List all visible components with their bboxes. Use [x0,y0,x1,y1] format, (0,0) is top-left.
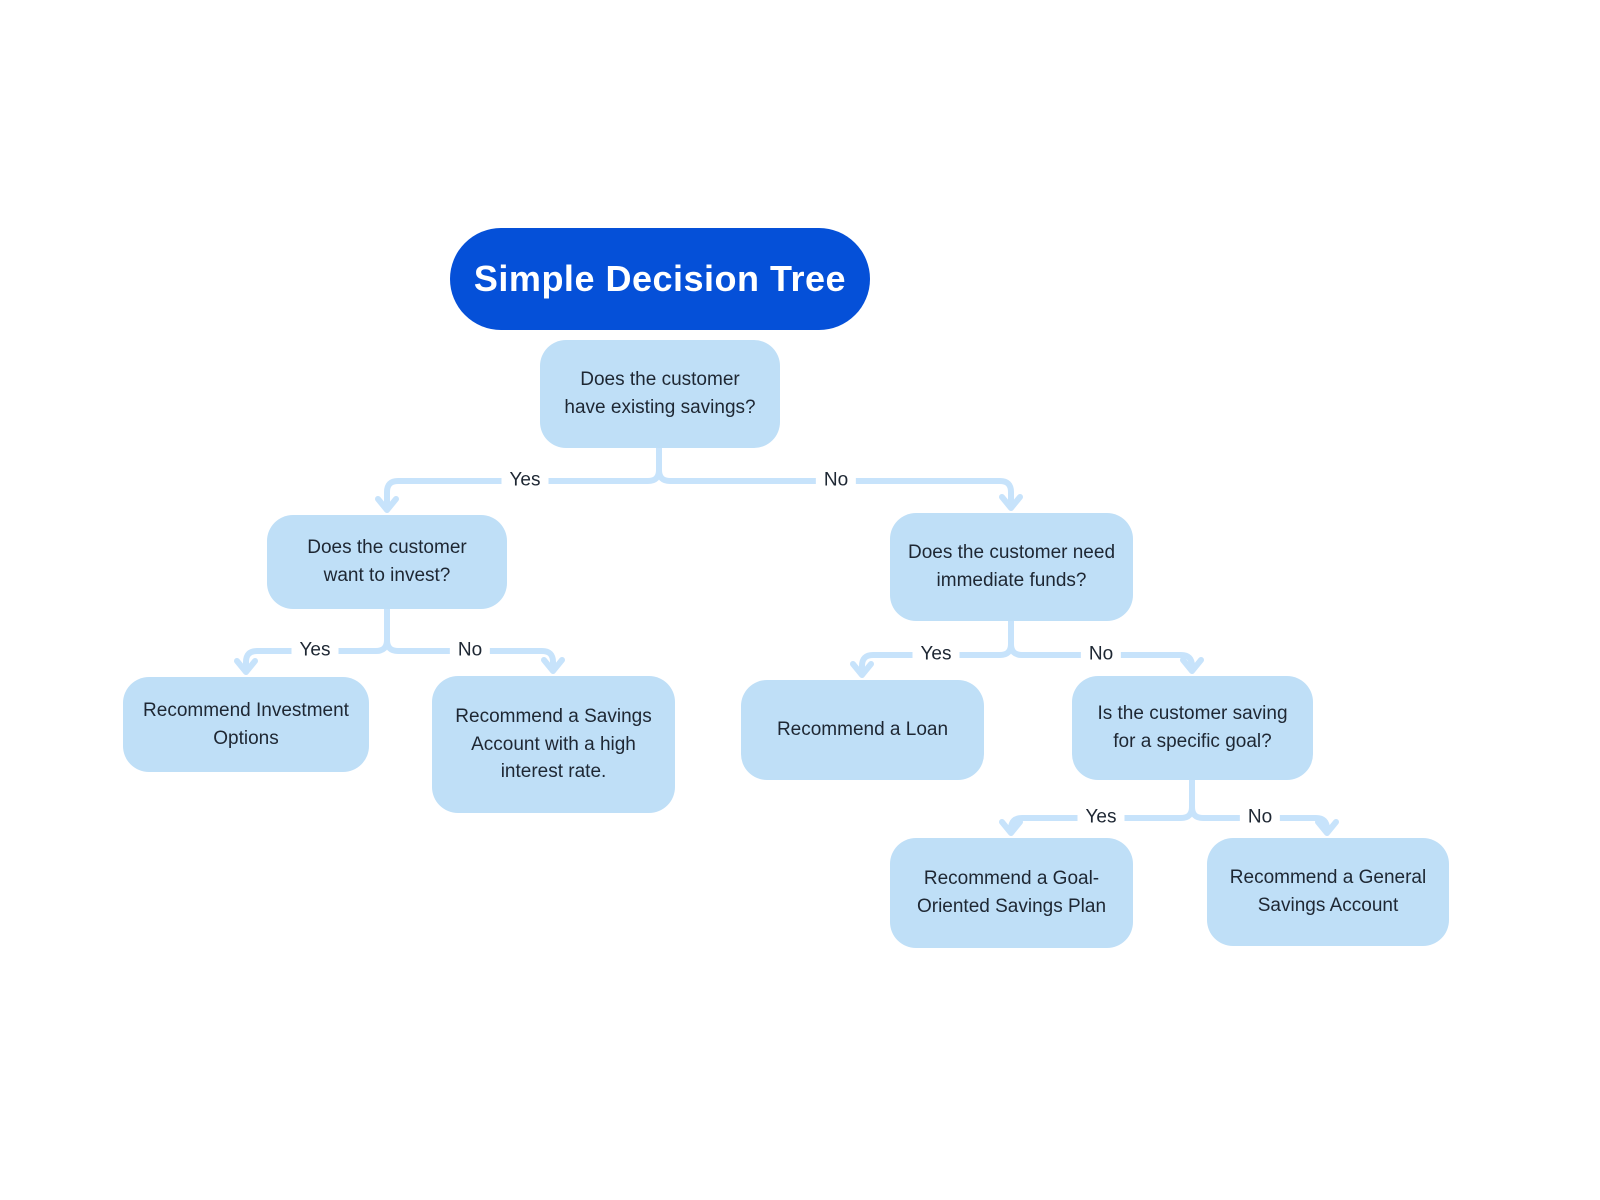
edge-label-funds-yes: Yes [912,642,960,668]
node-recommend-goal-plan: Recommend a Goal-Oriented Savings Plan [890,838,1133,948]
node-specific-goal: Is the customer saving for a specific go… [1072,676,1313,780]
edge-label-goal-yes: Yes [1077,805,1125,831]
node-recommend-savings-account: Recommend a Savings Account with a high … [432,676,675,813]
edge-label-invest-no: No [449,638,491,664]
node-recommend-loan-text: Recommend a Loan [776,719,949,741]
node-recommend-general-savings-text: Recommend a General Savings Account [1229,867,1427,916]
node-recommend-investment-options: Recommend Investment Options [123,677,369,772]
node-immediate-funds: Does the customer need immediate funds? [890,513,1133,621]
node-specific-goal-text: Is the customer saving for a specific go… [1097,703,1288,752]
node-want-to-invest: Does the customer want to invest? [267,515,507,609]
edge-label-root-yes: Yes [501,468,549,494]
node-recommend-investment-options-text: Recommend Investment Options [143,699,349,749]
node-recommend-goal-plan-text: Recommend a Goal-Oriented Savings Plan [916,868,1107,917]
node-recommend-loan: Recommend a Loan [741,680,984,780]
edge-label-funds-no: No [1080,642,1122,668]
node-immediate-funds-text: Does the customer need immediate funds? [908,542,1116,591]
node-existing-savings-text: Does the customer have existing savings? [564,369,756,418]
node-existing-savings: Does the customer have existing savings? [540,340,780,448]
node-want-to-invest-text: Does the customer want to invest? [307,537,467,586]
edge-label-root-no: No [815,468,857,494]
edge-label-goal-no: No [1239,805,1281,831]
edge-label-invest-yes: Yes [291,638,339,664]
diagram-title: Simple Decision Tree [450,228,870,330]
diagram-title-text: Simple Decision Tree [473,258,847,299]
node-recommend-savings-account-text: Recommend a Savings Account with a high … [455,706,652,783]
node-recommend-general-savings: Recommend a General Savings Account [1207,838,1449,946]
